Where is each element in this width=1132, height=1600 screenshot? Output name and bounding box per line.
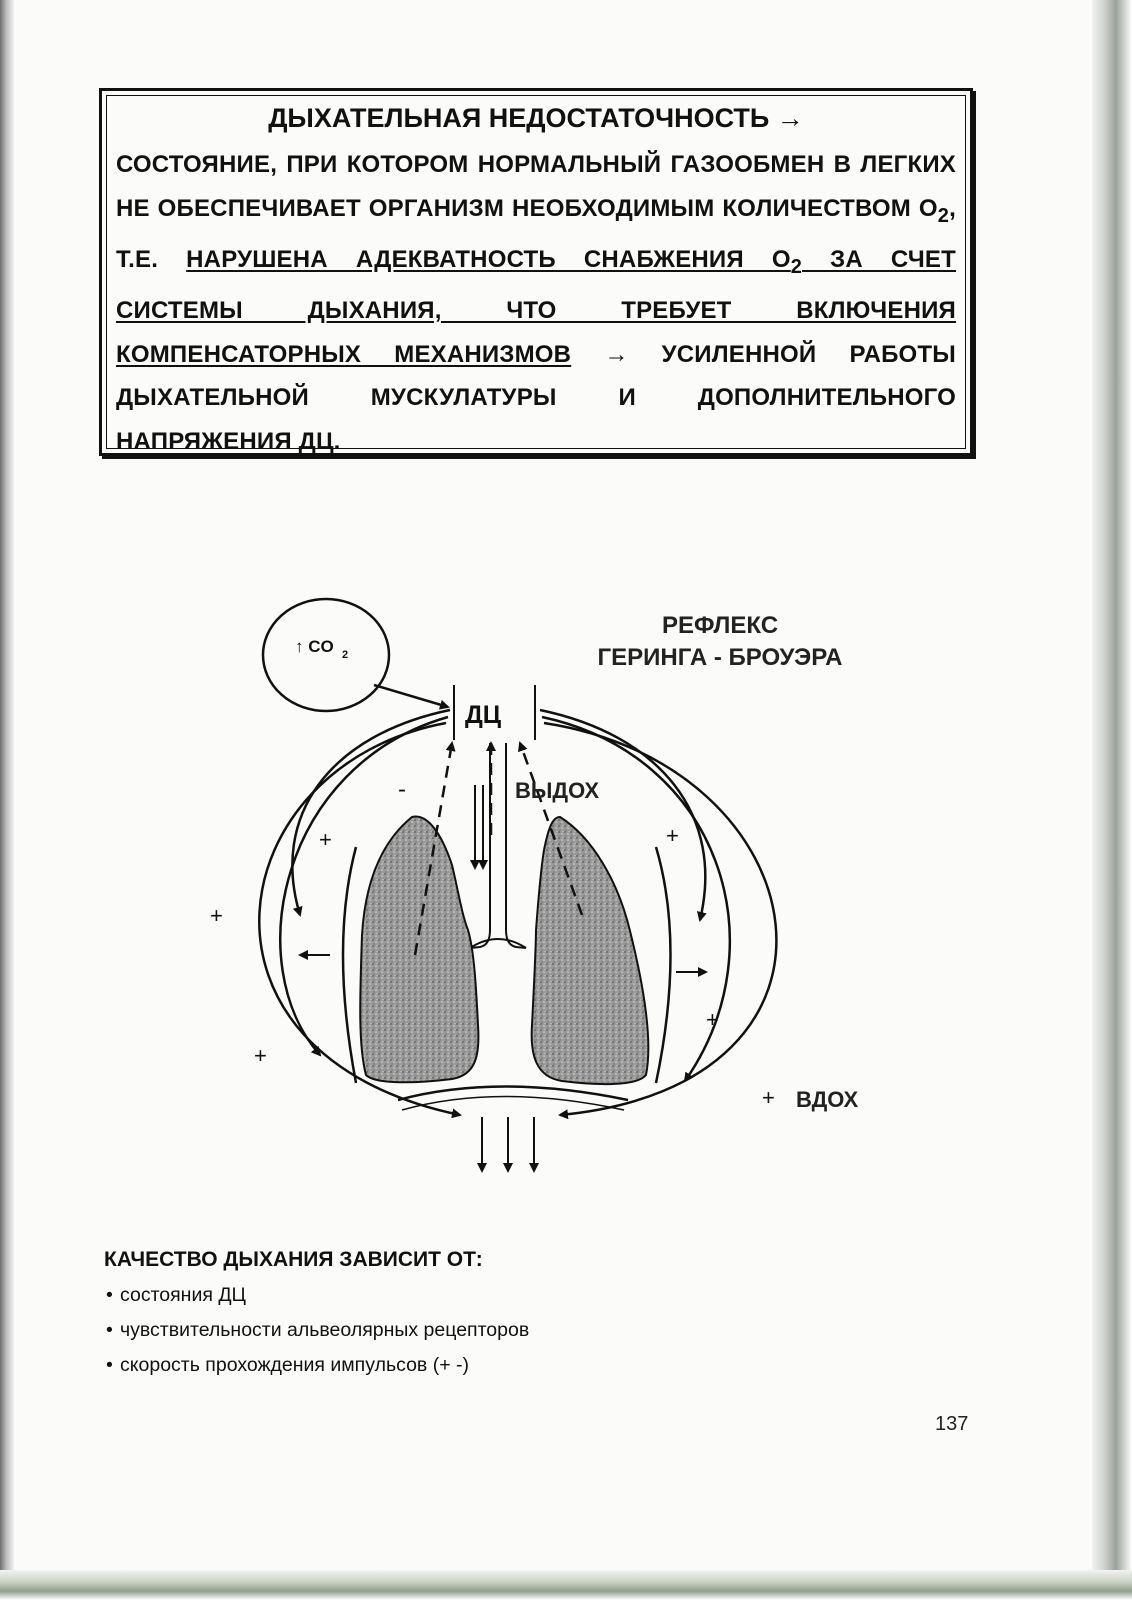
list-item: •чувствительности альвеолярных рецепторо… — [106, 1319, 530, 1341]
diaphragm — [397, 1085, 629, 1111]
page-binding-edge — [0, 0, 14, 1600]
dc-center: ДЦ — [453, 685, 536, 740]
pleura-lines — [341, 846, 672, 1084]
definition-subscript: 2 — [937, 204, 950, 227]
right-efferent-arrows — [539, 708, 778, 1120]
airway — [469, 743, 527, 949]
definition-segment-3: → УСИЛЕННОЙ РАБОТЫ ДЫХАТЕЛЬНОЙ МУСКУЛАТУ… — [116, 340, 956, 455]
page-number: 137 — [935, 1413, 969, 1435]
inhibition-dashed-arrows — [413, 741, 584, 956]
definition-box-inner-border — [106, 95, 966, 449]
hering-breuer-diagram: ↑ CO 2 ДЦ РЕФЛЕКС ГЕРИНГА - БРОУЭРА — [210, 597, 859, 1173]
plus-sign-right-middle: + — [706, 1007, 719, 1032]
reflex-line-1: РЕФЛЕКС — [662, 612, 778, 639]
right-lung — [530, 815, 650, 1086]
left-efferent-arrows — [258, 708, 462, 1119]
co2-circle: ↑ CO 2 — [261, 597, 391, 713]
signs-and-labels: - ВЫДОХ + + + + + + ВДОХ — [210, 776, 859, 1112]
breathing-quality-section: КАЧЕСТВО ДЫХАНИЯ ЗАВИСИТ ОТ: •состояния … — [104, 1248, 704, 1383]
quality-list: •состояния ДЦ •чувствительности альвеоля… — [104, 1278, 704, 1383]
plus-sign-right-top: + — [666, 823, 679, 848]
page-side-edge — [1092, 0, 1132, 1600]
left-lung — [359, 815, 480, 1084]
diaphragm-down-arrows — [477, 1117, 539, 1173]
plus-sign-right-bottom: + — [762, 1085, 775, 1110]
exhale-label: ВЫДОХ — [515, 778, 599, 803]
inhale-label: ВДОХ — [796, 1087, 859, 1112]
list-item: •состояния ДЦ — [106, 1284, 246, 1306]
page-bottom-edge — [0, 1570, 1132, 1600]
co2-to-dc-arrow — [373, 683, 450, 710]
dc-label: ДЦ — [465, 701, 502, 729]
definition-box: ДЫХАТЕЛЬНАЯ НЕДОСТАТОЧНОСТЬ → СОСТОЯНИЕ,… — [99, 88, 973, 456]
co2-subscript: 2 — [342, 649, 348, 661]
reflex-line-2: ГЕРИНГА - БРОУЭРА — [598, 644, 843, 671]
list-item: •скорость прохождения импульсов (+ -) — [106, 1354, 469, 1376]
plus-sign-left-middle: + — [210, 903, 223, 928]
plus-sign-left-bottom: + — [254, 1043, 267, 1068]
definition-underlined-1: НАРУШЕНА АДЕКВАТНОСТЬ СНАБЖЕНИЯ О2 ЗА СЧ… — [116, 245, 956, 368]
reflex-title: РЕФЛЕКС ГЕРИНГА - БРОУЭРА — [598, 612, 843, 671]
plus-sign-left-top: + — [319, 827, 332, 852]
definition-segment-2: , Т.Е. — [116, 194, 956, 273]
definition-title: ДЫХАТЕЛЬНАЯ НЕДОСТАТОЧНОСТЬ → — [268, 103, 804, 133]
definition-text: СОСТОЯНИЕ, ПРИ КОТОРОМ НОРМАЛЬНЫЙ ГАЗООБ… — [116, 143, 956, 463]
definition-segment-1: СОСТОЯНИЕ, ПРИ КОТОРОМ НОРМАЛЬНЫЙ ГАЗООБ… — [116, 151, 956, 222]
definition-subscript-2: 2 — [790, 255, 803, 278]
minus-sign: - — [398, 776, 406, 803]
co2-label: ↑ CO — [295, 637, 334, 656]
exhale-arrows-down — [470, 785, 488, 870]
quality-title: КАЧЕСТВО ДЫХАНИЯ ЗАВИСИТ ОТ: — [104, 1248, 483, 1271]
